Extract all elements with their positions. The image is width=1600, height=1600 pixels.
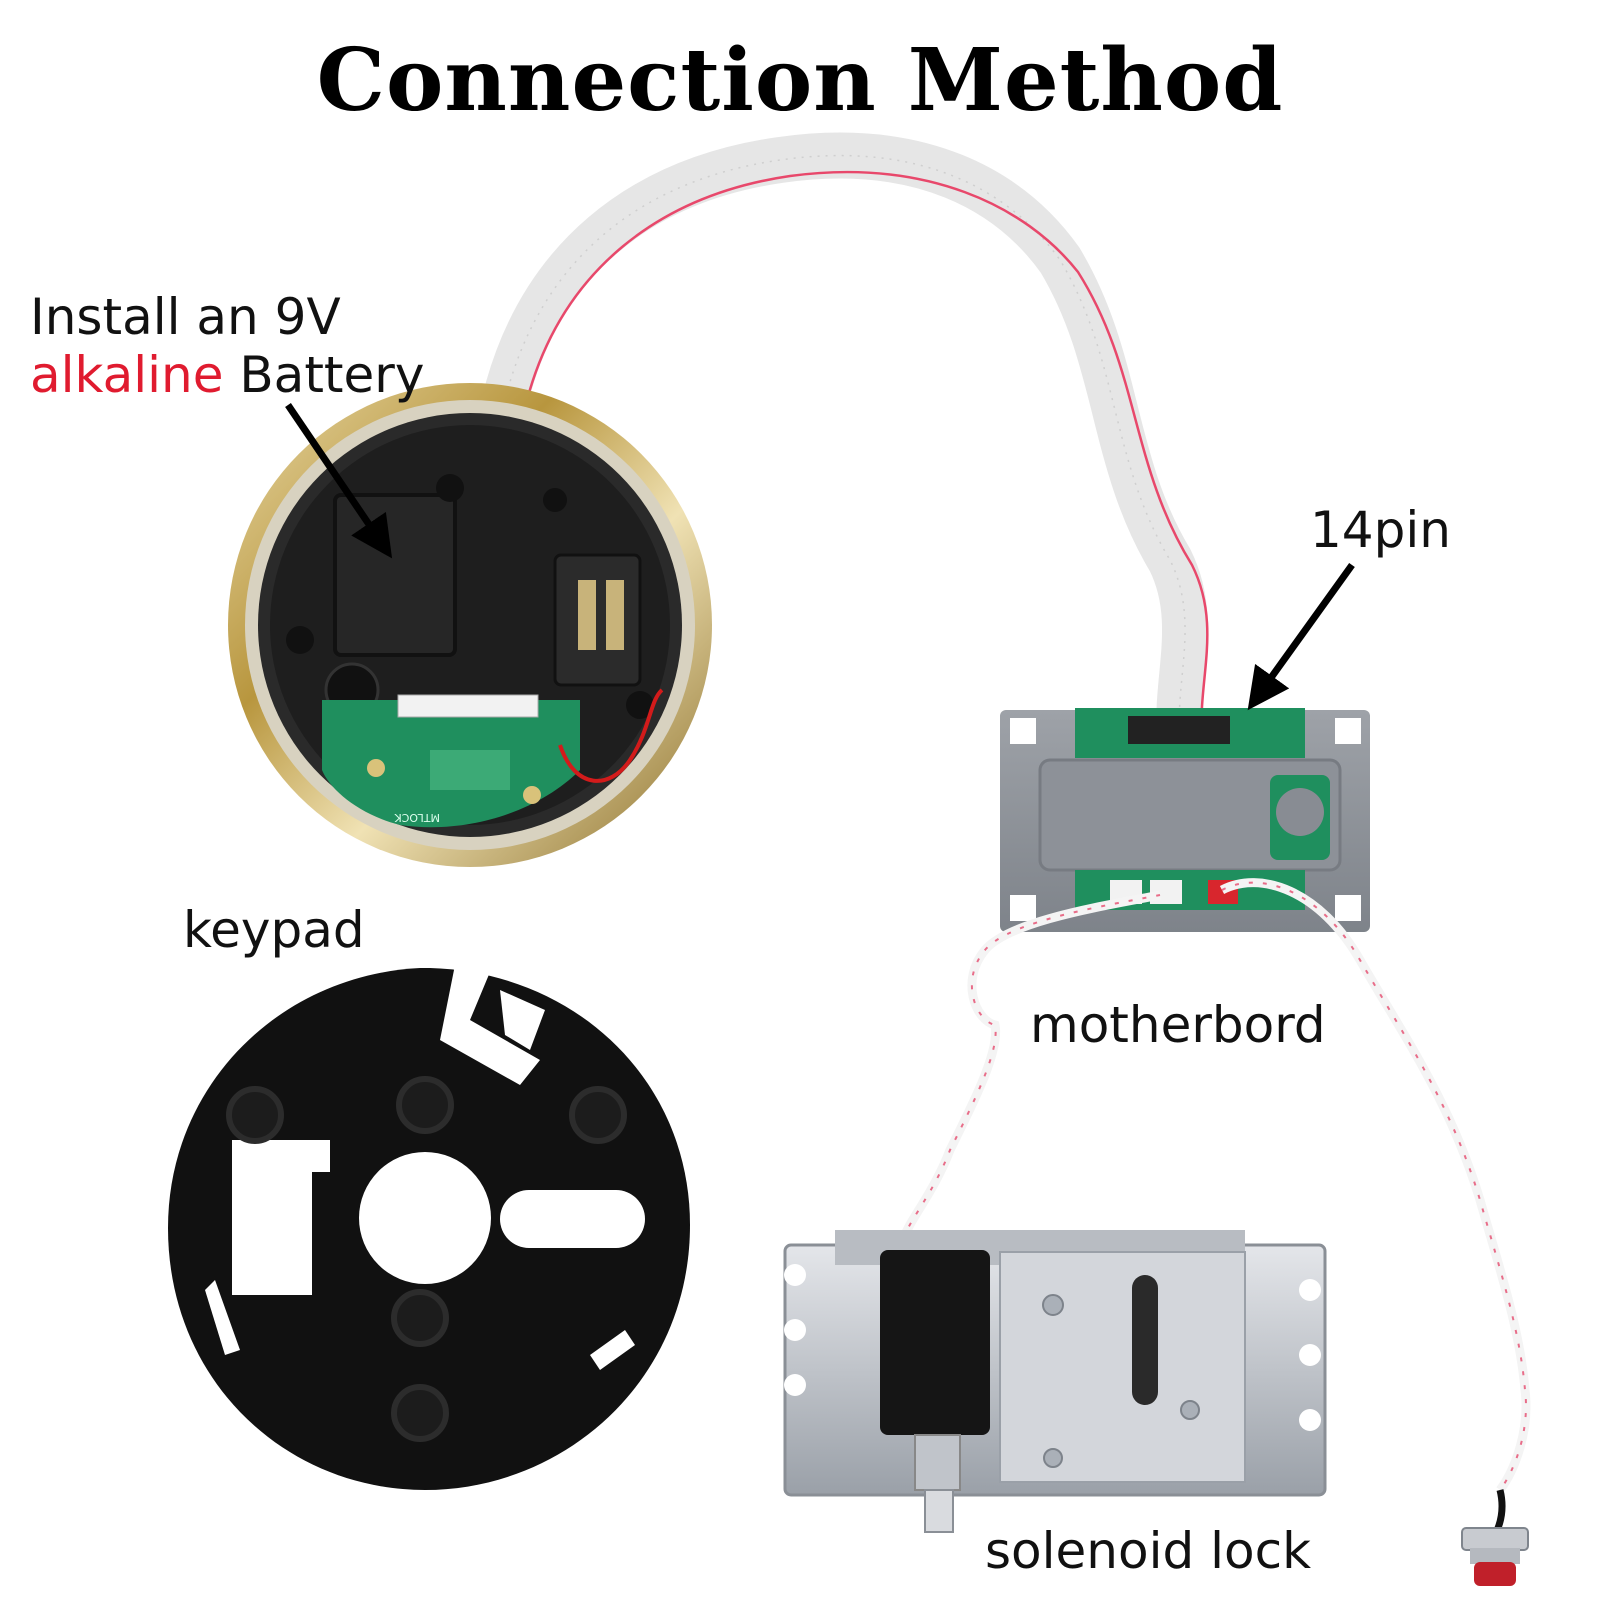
battery-word: Battery <box>223 346 425 404</box>
solenoid-wire <box>900 890 1161 1237</box>
battery-arrow <box>285 403 393 559</box>
diagram-title: Connection Method <box>316 30 1284 131</box>
keypad-pcb-print: MTLOCK <box>394 811 440 824</box>
motherboard <box>1000 708 1370 932</box>
keypad-assembly: MTLOCK <box>228 383 712 867</box>
pin-arrow <box>1247 562 1355 711</box>
mounting-plate <box>168 965 690 1490</box>
battery-instruction: Install an 9V alkaline Battery <box>30 288 424 404</box>
alkaline-highlight: alkaline <box>30 346 224 404</box>
label-motherboard: motherbord <box>1030 996 1326 1054</box>
label-14pin: 14pin <box>1310 501 1451 559</box>
button-wire <box>1219 878 1531 1493</box>
battery-line-1: Install an 9V <box>30 288 341 346</box>
solenoid-lock <box>783 1230 1327 1533</box>
push-button <box>1461 1489 1529 1586</box>
battery-line-2: alkaline Battery <box>30 346 424 404</box>
label-keypad: keypad <box>183 901 365 959</box>
label-solenoid-lock: solenoid lock <box>985 1522 1312 1580</box>
